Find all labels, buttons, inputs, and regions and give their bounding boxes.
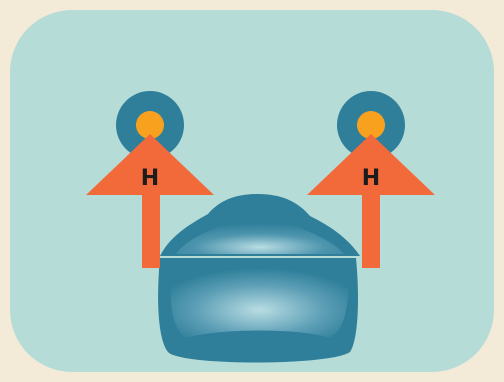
molecule-lower-lobe-highlight [171,268,349,338]
arrow-label-left: H [141,166,159,191]
arrow-shaft-left [142,190,160,268]
arrow-label-right: H [362,166,380,191]
arrow-shaft-right [362,190,380,268]
